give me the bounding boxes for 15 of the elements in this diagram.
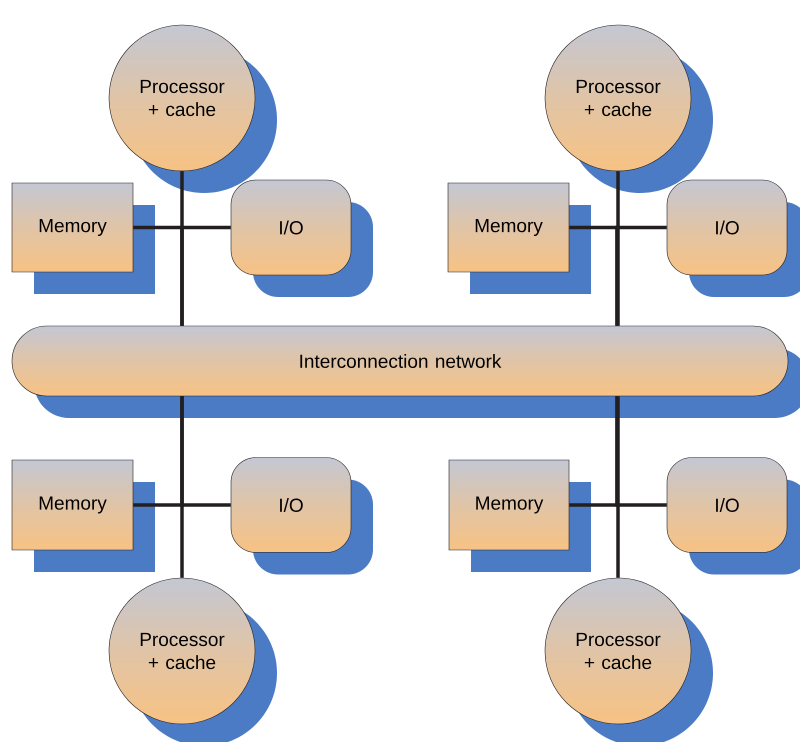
memory-box: Memory [448,182,591,294]
io-box: I/O [230,180,373,297]
memory-box: Memory [12,460,155,572]
bus-line [180,226,231,326]
bus-line [615,396,667,507]
bus-line [616,396,620,578]
bus-line [180,396,231,507]
io-box: I/O [666,457,800,574]
io-box: I/O [230,457,373,574]
bus-line [615,226,667,326]
network-bar: Interconnection network [12,326,800,418]
memory-box: Memory [448,460,591,572]
io-box: I/O [666,180,800,297]
memory-box: Memory [12,182,155,294]
bus-line [616,171,620,326]
